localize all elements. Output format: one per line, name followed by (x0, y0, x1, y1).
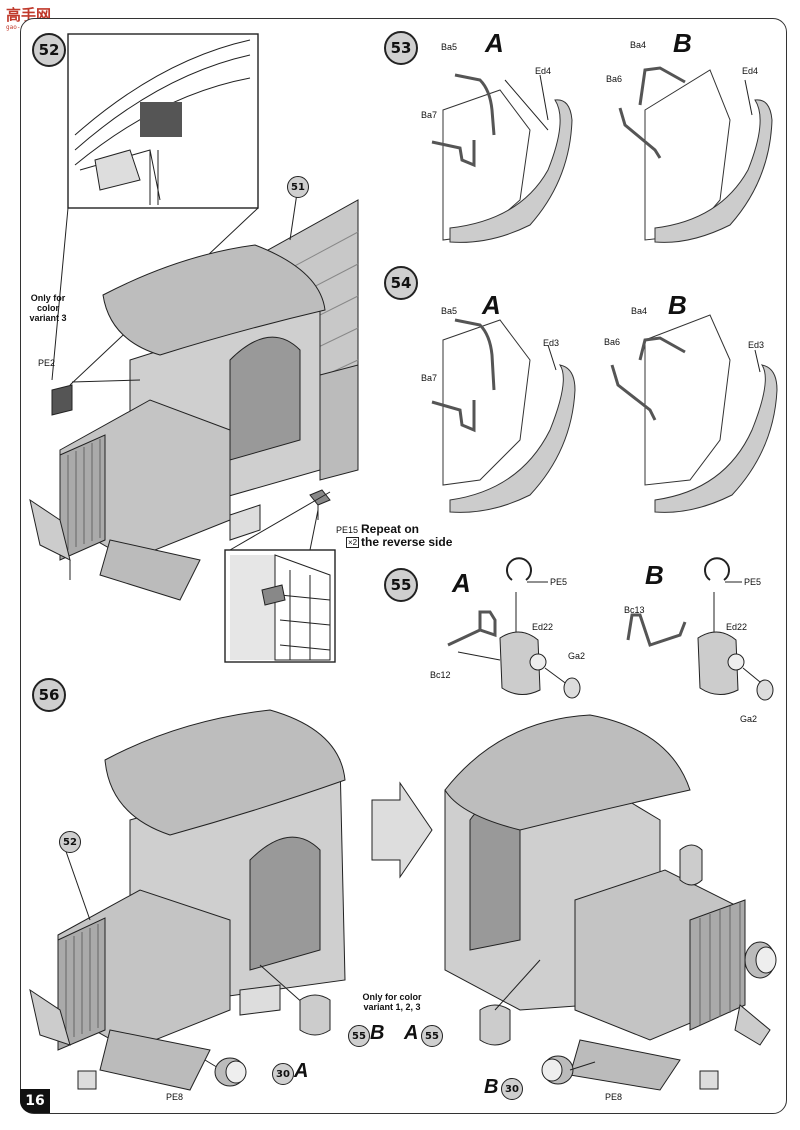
right-headlight-variant: B (484, 1076, 499, 1098)
step56-ref-badge: 52 (59, 831, 81, 853)
step56-note-line1: Only for color (362, 992, 422, 1002)
left-lamp-badge: 55 (348, 1025, 370, 1047)
label-pe5-a: PE5 (550, 577, 568, 587)
step52-note-line1: Only for (30, 293, 66, 303)
step-55-badge: 55 (384, 568, 418, 602)
right-headlight-badge: 30 (501, 1078, 523, 1100)
step54-variant-b: B (668, 290, 687, 320)
step52-detail-inset (67, 33, 259, 209)
step-56-badge: 56 (32, 678, 66, 712)
page-number: 16 (20, 1089, 50, 1113)
step55-variant-a-drawing (447, 557, 581, 699)
step54-variant-b-drawing (610, 314, 778, 513)
left-headlight-badge: 30 (272, 1063, 294, 1085)
step55-variant-a: A (452, 568, 471, 598)
step54-variant-a-drawing (431, 318, 576, 513)
right-lamp-badge: 55 (421, 1025, 443, 1047)
step52-ref-badge: 51 (287, 176, 309, 198)
step54-variant-a: A (482, 290, 501, 320)
label-pe2: PE2 (38, 358, 56, 368)
left-lamp-variant: B (370, 1022, 385, 1044)
label-ed3-a: Ed3 (543, 338, 560, 348)
label-pe5-b: PE5 (744, 577, 762, 587)
step53-variant-b: B (673, 28, 692, 58)
step53-variant-a-drawing (431, 73, 573, 243)
label-ba5: Ba5 (441, 42, 458, 52)
label-ba4-54: Ba4 (631, 306, 648, 316)
step52-truck-drawing (29, 192, 359, 601)
step56-right-truck-drawing (444, 714, 777, 1091)
label-ba4: Ba4 (630, 40, 647, 50)
step55-variant-b-drawing (626, 557, 774, 701)
label-ed4-b: Ed4 (742, 66, 759, 76)
step52-note-line2: color (36, 303, 59, 313)
step56-arrow (371, 781, 433, 879)
step52-lower-inset (224, 549, 336, 663)
label-ba7-54: Ba7 (421, 373, 438, 383)
label-bc13: Bc13 (624, 605, 645, 615)
label-pe15-count: ×2 (346, 537, 360, 548)
step52-note-line3: variant 3 (29, 313, 67, 323)
label-ed22-b: Ed22 (726, 622, 748, 632)
step-52-badge: 52 (32, 33, 66, 67)
step55-variant-b: B (645, 560, 664, 590)
right-lamp-variant: A (404, 1022, 419, 1044)
label-ga2-a: Ga2 (568, 651, 586, 661)
label-ed22-a: Ed22 (532, 622, 554, 632)
label-pe15: PE15 (336, 525, 359, 535)
label-ga2-b: Ga2 (740, 714, 758, 724)
label-ba6-54: Ba6 (604, 337, 621, 347)
left-headlight-variant: A (294, 1060, 309, 1082)
label-bc12: Bc12 (430, 670, 451, 680)
step53-variant-b-drawing (618, 66, 773, 243)
repeat-line1: Repeat on (361, 522, 420, 536)
step-53-badge: 53 (384, 31, 418, 65)
step-54-badge: 54 (384, 266, 418, 300)
label-ed4-a: Ed4 (535, 66, 552, 76)
label-ba6: Ba6 (606, 74, 623, 84)
step56-note-line2: variant 1, 2, 3 (363, 1002, 421, 1012)
repeat-note: Repeat on the reverse side (361, 523, 452, 549)
step53-variant-a: A (485, 28, 504, 58)
repeat-line2: the reverse side (361, 535, 453, 549)
label-ba7: Ba7 (421, 110, 438, 120)
label-pe8-right: PE8 (605, 1092, 623, 1102)
step56-left-truck-drawing (29, 709, 346, 1091)
label-pe8-left: PE8 (166, 1092, 184, 1102)
label-ba5-54: Ba5 (441, 306, 458, 316)
step56-color-note: Only for color variant 1, 2, 3 (352, 992, 432, 1012)
step52-color-note: Only for color variant 3 (18, 293, 78, 323)
label-ed3-b: Ed3 (748, 340, 765, 350)
